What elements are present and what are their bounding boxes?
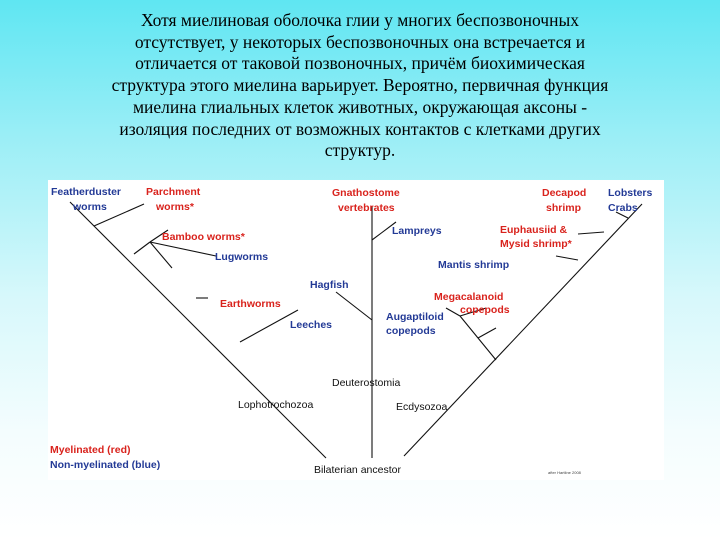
caption-text: Хотя миелиновая оболочка глии у многих б… [48, 10, 672, 162]
clade-lophotrochozoa: Lophotrochozoa [238, 399, 313, 411]
caption-line: Хотя миелиновая оболочка глии у многих б… [141, 10, 579, 30]
branch-parchment [93, 203, 145, 227]
taxon-gnathostome: Gnathostome [332, 187, 400, 199]
branch-megacalanoid [459, 307, 487, 317]
branch-lampreys [371, 221, 397, 241]
caption-line: отсутствует, у некоторых беспозвоночных … [134, 31, 586, 52]
taxon-featherduster: Featherduster [51, 186, 121, 198]
branch-ecdysozoa [403, 203, 643, 457]
taxon-lugworms: Lugworms [215, 251, 268, 263]
taxon-parchment: Parchment [146, 186, 201, 198]
legend-non-myelinated: Non-myelinated (blue) [50, 459, 160, 471]
taxon-crabs: Crabs [608, 202, 638, 214]
taxon-euphausiid-cont: Mysid shrimp* [500, 238, 573, 250]
taxon-hagfish: Hagfish [310, 279, 349, 291]
figure-credit: after Hartline 2008 [548, 470, 582, 475]
clade-deuterostomia: Deuterostomia [332, 377, 400, 389]
taxon-parchment-cont: worms* [155, 201, 195, 213]
taxon-decapod-cont: shrimp [546, 202, 581, 214]
branch-lugworms [133, 241, 151, 255]
phylogenetic-tree: Featherduster worms Parchment worms* Bam… [50, 186, 653, 476]
caption-line: отличается от таковой позвоночных, причё… [135, 53, 585, 74]
branch-lugworms-tip [149, 241, 217, 257]
taxon-lampreys: Lampreys [392, 225, 442, 237]
taxon-euphausiid: Euphausiid & [500, 224, 568, 236]
branch-hagfish [335, 291, 373, 321]
legend-myelinated: Myelinated (red) [50, 444, 131, 456]
root-bilaterian-ancestor: Bilaterian ancestor [314, 464, 401, 476]
taxon-augaptiloid-cont: copepods [386, 325, 436, 337]
taxon-featherduster-cont: worms [72, 201, 107, 213]
taxon-leeches: Leeches [290, 319, 332, 331]
clade-ecdysozoa: Ecdysozoa [396, 401, 448, 413]
branch-annelid-clade [149, 241, 173, 269]
taxon-augaptiloid: Augaptiloid [386, 311, 444, 323]
taxon-lobsters: Lobsters [608, 187, 653, 199]
branch-augaptiloid [445, 307, 461, 317]
branch-lophotrochozoa [69, 201, 327, 459]
caption-line: структура этого миелина варьирует. Вероя… [111, 75, 609, 96]
branch-calanoid-fork [477, 327, 497, 339]
taxon-decapod: Decapod [542, 187, 586, 199]
branch-leeches [239, 309, 299, 343]
caption-line: структур. [324, 140, 396, 161]
taxon-gnathostome-cont: vertebrates [338, 202, 395, 214]
taxon-megacalanoid-cont: copepods [460, 304, 510, 316]
phylogenetic-tree-figure: Featherduster worms Parchment worms* Bam… [48, 180, 664, 480]
branch-decapod [615, 211, 629, 219]
branch-mantis [555, 255, 579, 261]
branch-bamboo [149, 229, 169, 243]
caption-line: миелина глиальных клеток животных, окруж… [132, 96, 588, 117]
caption-line: изоляция последних от возможных контакто… [119, 118, 601, 139]
taxon-mantis: Mantis shrimp [438, 259, 509, 271]
branch-euphausiid [577, 231, 605, 235]
tree-branches [69, 201, 643, 459]
taxon-earthworms: Earthworms [220, 298, 281, 310]
taxon-bamboo: Bamboo worms* [162, 231, 246, 243]
taxon-megacalanoid: Megacalanoid [434, 291, 503, 303]
